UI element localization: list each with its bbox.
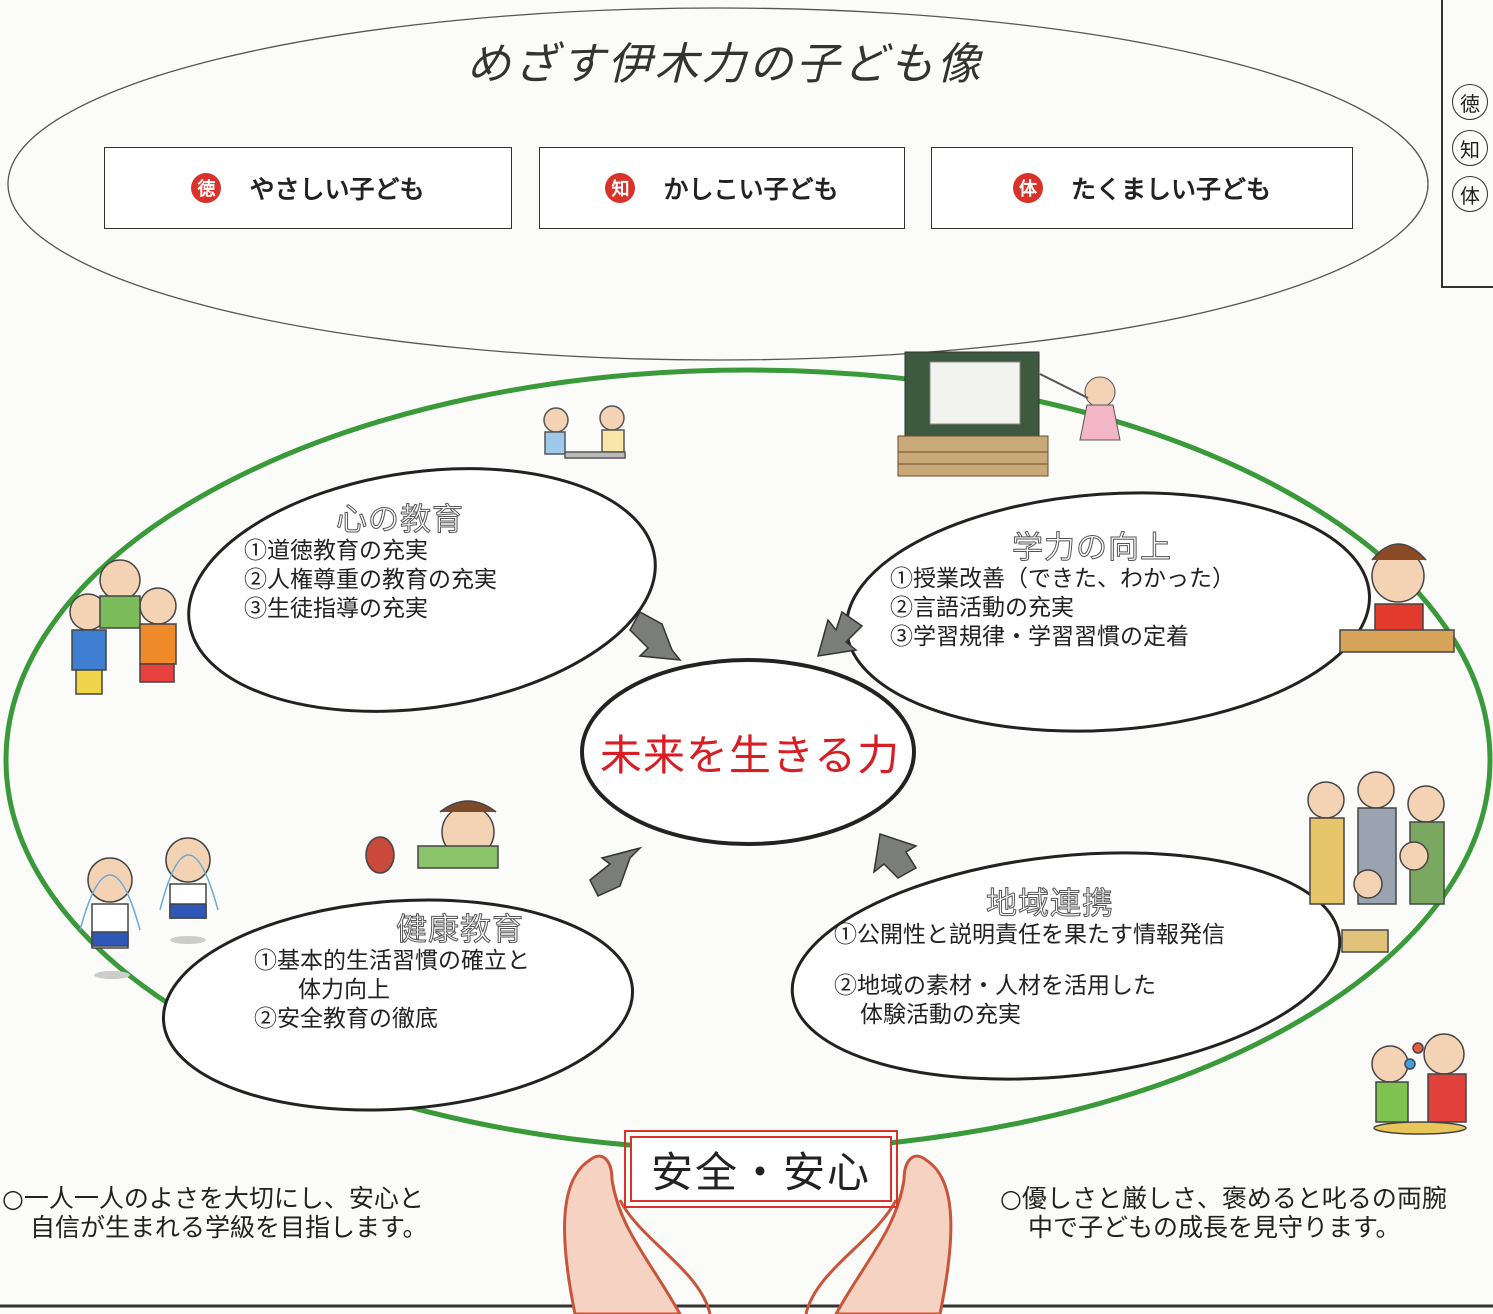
side-toku-seal: 徳 <box>1452 84 1488 120</box>
pillar-kokoro-title: 心の教育 <box>336 502 464 538</box>
pillar-chiiki-item: ②地域の素材・人材を活用した <box>834 973 1156 999</box>
cleaning-children-illustration <box>543 405 626 459</box>
pillar-kenko-item: ①基本的生活習慣の確立と <box>254 948 530 974</box>
pillar-kokoro-item: ②人権尊重の教育の充実 <box>244 567 497 593</box>
side-tai-seal: 体 <box>1452 176 1488 212</box>
center-label: 未来を生きる力 <box>599 731 901 780</box>
toku-seal-icon: 徳 <box>191 173 222 203</box>
arrow-from-gakuryoku <box>816 610 864 657</box>
arrow-from-chiiki <box>872 833 918 879</box>
note-right-line: 中で子どもの成長を見守ります。 <box>1028 1213 1401 1242</box>
waving-girl-illustration <box>1339 543 1455 653</box>
trait-box-toku: 徳 やさしい子ども <box>104 147 512 229</box>
pillar-chiiki-title: 地域連携 <box>986 886 1114 922</box>
pillar-gakuryoku-item: ①授業改善（できた、わかった） <box>890 566 1235 592</box>
pillar-kenko-item: 体力向上 <box>298 977 390 1003</box>
note-right: ○優しさと厳しさ、褒めると叱るの両腕 中で子どもの成長を見守ります。 <box>1000 1184 1493 1242</box>
pillar-gakuryoku: 学力の向上 ①授業改善（できた、わかった） ②言語活動の充実 ③学習規律・学習習… <box>890 530 1330 652</box>
note-right-line: ○優しさと厳しさ、褒めると叱るの両腕 <box>1000 1184 1447 1213</box>
arrow-from-kokoro <box>629 610 682 661</box>
anzen-anshin-label: 安全・安心 <box>624 1130 898 1208</box>
note-left-line: ○一人一人のよさを大切にし、安心と <box>2 1184 424 1213</box>
tai-seal-icon: 体 <box>1012 173 1043 203</box>
playing-children-illustration <box>1371 1033 1467 1135</box>
trait-box-chi: 知 かしこい子ども <box>539 147 905 229</box>
pillar-kenko: 健康教育 ①基本的生活習慣の確立と 体力向上 ②安全教育の徹底 <box>254 912 594 1034</box>
vision-ellipse <box>7 7 1429 361</box>
pillar-kokoro-item: ①道徳教育の充実 <box>244 538 428 564</box>
pillar-gakuryoku-title: 学力の向上 <box>1012 530 1172 566</box>
pillar-chiiki-item: ①公開性と説明責任を果たす情報発信 <box>834 922 1225 948</box>
trait-label-tai: たくましい子ども <box>1070 175 1271 204</box>
hands-illustration <box>563 1154 953 1314</box>
pillar-gakuryoku-item: ②言語活動の充実 <box>890 595 1074 621</box>
pillar-gakuryoku-item: ③学習規律・学習習慣の定着 <box>890 624 1189 650</box>
center-ellipse <box>580 658 916 846</box>
chalkboard-illustration <box>897 351 1049 477</box>
trait-box-tai: 体 たくましい子ども <box>931 147 1353 229</box>
note-left-line: 自信が生まれる学級を目指します。 <box>30 1213 428 1242</box>
adults-illustration <box>1307 771 1445 953</box>
pillar-kenko-title: 健康教育 <box>396 912 524 948</box>
side-chi-seal: 知 <box>1452 130 1488 166</box>
note-left: ○一人一人のよさを大切にし、安心と 自信が生まれる学級を目指します。 <box>2 1184 522 1242</box>
pillar-chiiki: 地域連携 ①公開性と説明責任を果たす情報発信 ②地域の素材・人材を活用した 体験… <box>834 886 1314 1030</box>
kenko-ellipse <box>161 898 635 1112</box>
chiiki-ellipse <box>790 851 1342 1081</box>
handwashing-illustration <box>365 800 499 874</box>
trait-label-toku: やさしい子ども <box>249 175 425 204</box>
arrow-from-kenko <box>589 846 643 897</box>
trait-label-chi: かしこい子ども <box>663 175 839 204</box>
pillar-kenko-item: ②安全教育の徹底 <box>254 1006 438 1032</box>
pillar-chiiki-item: 体験活動の充実 <box>860 1002 1021 1028</box>
pillar-kokoro: 心の教育 ①道徳教育の充実 ②人権尊重の教育の充実 ③生徒指導の充実 <box>244 502 584 624</box>
side-panel-border <box>1441 0 1493 288</box>
kokoro-ellipse <box>187 467 657 713</box>
chi-seal-icon: 知 <box>605 173 636 203</box>
pillar-kokoro-item: ③生徒指導の充実 <box>244 596 428 622</box>
teacher-child-illustration <box>1039 373 1121 441</box>
page-title: めざす伊木力の子ども像 <box>466 39 984 90</box>
jump-rope-illustration <box>79 837 219 979</box>
friends-illustration <box>69 559 177 695</box>
